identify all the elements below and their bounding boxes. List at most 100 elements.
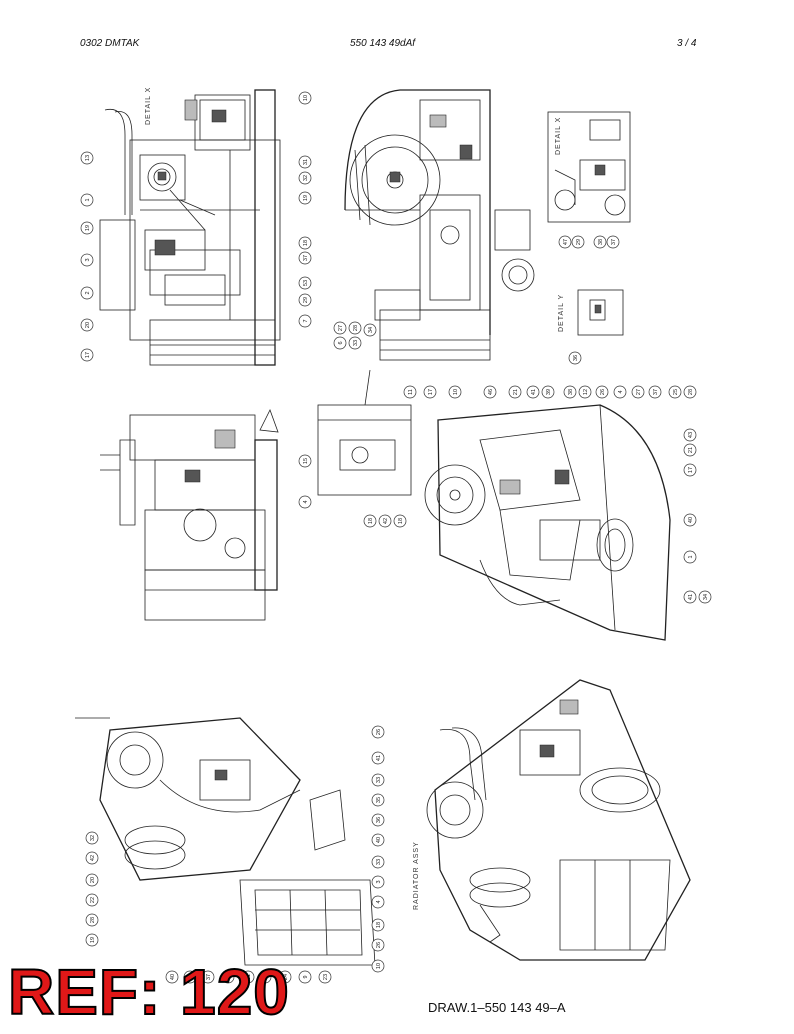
callout-balloon <box>298 454 312 468</box>
callout-balloon <box>298 251 312 265</box>
callout-number: 19 <box>85 225 91 231</box>
callout-balloon <box>80 318 94 332</box>
callout-number: 23 <box>323 974 329 980</box>
callout-number: 41 <box>376 755 382 761</box>
callout-number: 39 <box>546 389 552 395</box>
label-detail-x-1: DETAIL X <box>145 87 152 125</box>
callout-number: 32 <box>303 175 309 181</box>
callout-number: 17 <box>428 389 434 395</box>
callout-balloon <box>683 428 697 442</box>
callout-number: 37 <box>611 239 617 245</box>
view-isometric-bottom <box>426 679 691 961</box>
callout-number: 36 <box>376 817 382 823</box>
callout-balloon <box>371 751 385 765</box>
callout-number: 43 <box>226 974 232 980</box>
callout-number: 31 <box>246 974 252 980</box>
callout-balloon <box>85 873 99 887</box>
callout-balloon <box>483 385 497 399</box>
callout-number: 33 <box>376 859 382 865</box>
callout-balloon <box>201 970 215 984</box>
label-detail-y: DETAIL Y <box>558 294 565 332</box>
callout-balloon <box>298 970 312 984</box>
callout-balloon <box>85 913 99 927</box>
callout-number: 1 <box>688 555 694 558</box>
callout-balloon <box>298 276 312 290</box>
callout-number: 2 <box>85 291 91 294</box>
callout-number: 19 <box>90 937 96 943</box>
callout-number: 4 <box>376 900 382 903</box>
label-detail-x-2: DETAIL X <box>555 117 562 155</box>
callout-balloon <box>80 221 94 235</box>
callout-balloon <box>80 348 94 362</box>
callout-number: 18 <box>398 518 404 524</box>
view-side-left: DETAIL X <box>99 87 281 366</box>
callout-balloon <box>298 171 312 185</box>
callout-number: 46 <box>488 389 494 395</box>
callout-number: 27 <box>338 325 344 331</box>
callout-balloon <box>298 293 312 307</box>
callout-number: 28 <box>90 917 96 923</box>
callout-balloon <box>526 385 540 399</box>
callout-balloon <box>593 235 607 249</box>
callout-number: 17 <box>85 352 91 358</box>
callout-balloon <box>508 385 522 399</box>
callout-number: 47 <box>563 239 569 245</box>
callout-balloon <box>85 851 99 865</box>
callout-balloon <box>333 321 347 335</box>
callout-number: 34 <box>368 327 374 333</box>
callout-balloon <box>606 235 620 249</box>
callout-balloon <box>371 875 385 889</box>
callout-balloon <box>595 385 609 399</box>
callout-number: 24 <box>283 974 289 980</box>
callout-number: 26 <box>376 729 382 735</box>
reference-stamp: REF: 120 <box>7 956 290 1028</box>
callout-balloon <box>221 970 235 984</box>
callout-number: 34 <box>703 594 709 600</box>
callout-balloon <box>371 918 385 932</box>
callout-number: 40 <box>170 974 176 980</box>
callout-number: 9 <box>303 975 309 978</box>
callout-balloon <box>80 253 94 267</box>
callout-balloon <box>371 855 385 869</box>
header-page-number: 3 / 4 <box>677 38 697 49</box>
callout-number: 33 <box>353 340 359 346</box>
callout-number: 18 <box>368 518 374 524</box>
callout-balloon <box>80 151 94 165</box>
callout-number: 26 <box>600 389 606 395</box>
callout-balloon <box>298 155 312 169</box>
callout-balloon <box>683 463 697 477</box>
callout-number: 4 <box>303 500 309 503</box>
callout-number: 41 <box>688 594 694 600</box>
callout-balloon <box>683 443 697 457</box>
callout-number: 4 <box>618 390 624 393</box>
callout-balloon <box>241 970 255 984</box>
callout-balloon <box>371 833 385 847</box>
callout-balloon <box>613 385 627 399</box>
callout-balloon <box>631 385 645 399</box>
callout-balloon <box>371 725 385 739</box>
callout-balloon <box>683 550 697 564</box>
callout-balloon <box>683 513 697 527</box>
callout-number: 6 <box>338 341 344 344</box>
callout-number: 1 <box>85 198 91 201</box>
callout-number: 36 <box>573 355 579 361</box>
callout-balloon <box>298 236 312 250</box>
callout-number: 19 <box>303 195 309 201</box>
callout-balloon <box>568 351 582 365</box>
callout-balloon <box>371 895 385 909</box>
callout-balloon <box>371 959 385 973</box>
callout-balloon <box>258 970 272 984</box>
callout-number: 27 <box>636 389 642 395</box>
drawing-number: DRAW.1–550 143 49–A <box>428 1000 566 1015</box>
callout-balloon <box>348 336 362 350</box>
callout-number: 33 <box>376 777 382 783</box>
callout-balloon <box>683 590 697 604</box>
callout-balloon <box>371 793 385 807</box>
callout-balloon <box>558 235 572 249</box>
callout-number: 40 <box>376 837 382 843</box>
callout-number: 21 <box>688 447 694 453</box>
view-rear <box>100 369 412 621</box>
callout-balloon <box>403 385 417 399</box>
callout-balloon <box>363 323 377 337</box>
